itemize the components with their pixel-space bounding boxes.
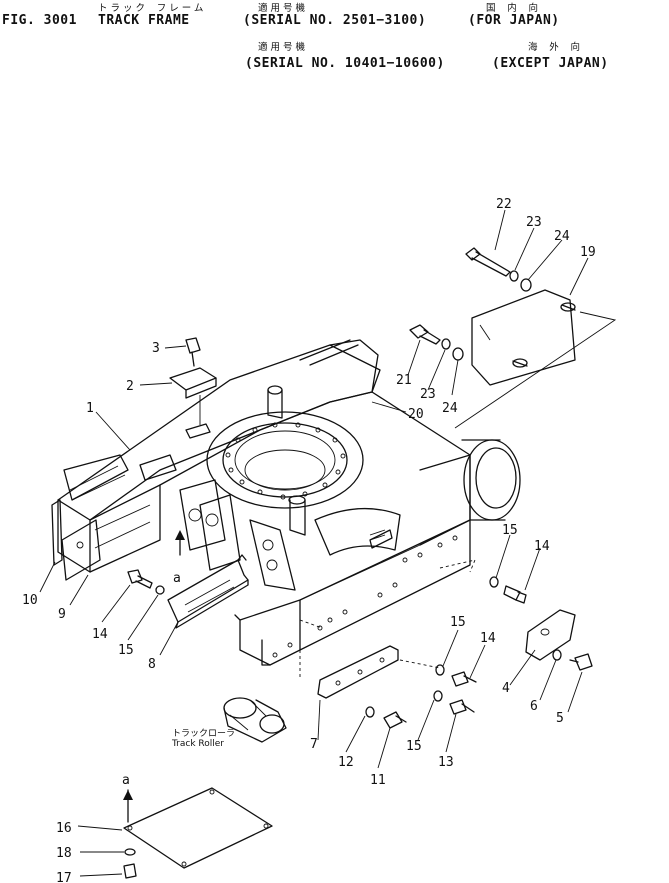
bolt-14-15-right: [489, 576, 527, 604]
label-part-11: 11: [370, 773, 386, 788]
title-en: TRACK FRAME: [98, 13, 190, 28]
label-part-1: 1: [86, 401, 94, 416]
end-parts-9-10: [51, 499, 101, 581]
cover-plate-19: [454, 289, 617, 429]
label-part-14-left: 14: [92, 627, 108, 642]
label-part-15-mid: 15: [450, 615, 466, 630]
label-part-17: 17: [56, 871, 72, 883]
label-part-23-upper: 23: [526, 215, 542, 230]
label-part-23-lower: 23: [420, 387, 436, 402]
label-part-19: 19: [580, 245, 596, 260]
track-roller-label-en: Track Roller: [171, 739, 224, 749]
region-2: (EXCEPT JAPAN): [492, 56, 609, 71]
bolt-3-plate-2: [169, 337, 217, 439]
guard-8: [167, 554, 249, 629]
view-a-upper: a: [173, 571, 181, 586]
label-part-4: 4: [502, 681, 510, 696]
track-roller-illustration: [223, 697, 287, 743]
strip-7-assembly: [299, 619, 477, 729]
serial-range-1: (SERIAL NO. 2501−3100): [243, 13, 427, 28]
label-part-14-right: 14: [534, 539, 550, 554]
view-arrows: [123, 530, 185, 823]
region-1: (FOR JAPAN): [468, 13, 560, 28]
label-part-15-bottom: 15: [406, 739, 422, 754]
label-part-6: 6: [530, 699, 538, 714]
fig-number: FIG. 3001: [2, 13, 77, 28]
region-jp-2: 海 外 向: [528, 42, 583, 53]
label-part-13: 13: [438, 755, 454, 770]
label-part-15-right: 15: [502, 523, 518, 538]
label-part-21: 21: [396, 373, 412, 388]
label-part-12: 12: [338, 755, 354, 770]
label-part-24-upper: 24: [554, 229, 570, 244]
serial-jp-1: 適用号機: [258, 3, 309, 14]
label-part-20: 20: [408, 407, 424, 422]
region-jp-1: 国 内 向: [486, 3, 541, 14]
label-part-7: 7: [310, 737, 318, 752]
label-part-15-left: 15: [118, 643, 134, 658]
plate-4-assembly: [525, 609, 593, 671]
bolt-21-assembly: [409, 324, 464, 361]
label-part-14-mid: 14: [480, 631, 496, 646]
label-part-2: 2: [126, 379, 134, 394]
serial-range-2: (SERIAL NO. 10401−10600): [245, 56, 445, 71]
serial-jp-2: 適用号機: [258, 42, 309, 53]
track-frame: [57, 339, 521, 666]
label-part-18: 18: [56, 846, 72, 861]
label-part-9: 9: [58, 607, 66, 622]
view-a-lower: a: [122, 773, 130, 788]
label-part-22: 22: [496, 197, 512, 212]
part-labels: 3 2 1 10 9 14 15 8 7 12 11 15 13 15 14 1…: [22, 197, 596, 883]
track-roller-label-jp: トラックローラ: [172, 728, 235, 739]
label-part-10: 10: [22, 593, 38, 608]
label-part-16: 16: [56, 821, 72, 836]
label-part-8: 8: [148, 657, 156, 672]
label-part-3: 3: [152, 341, 160, 356]
leader-lines: [39, 209, 589, 877]
bottom-cover-16: [123, 787, 273, 879]
bolt-14-15-left: [127, 569, 165, 595]
title-jp: トラック フレーム: [98, 3, 207, 14]
label-part-5: 5: [556, 711, 564, 726]
label-part-24-lower: 24: [442, 401, 458, 416]
bolt-22-assembly: [465, 247, 532, 292]
